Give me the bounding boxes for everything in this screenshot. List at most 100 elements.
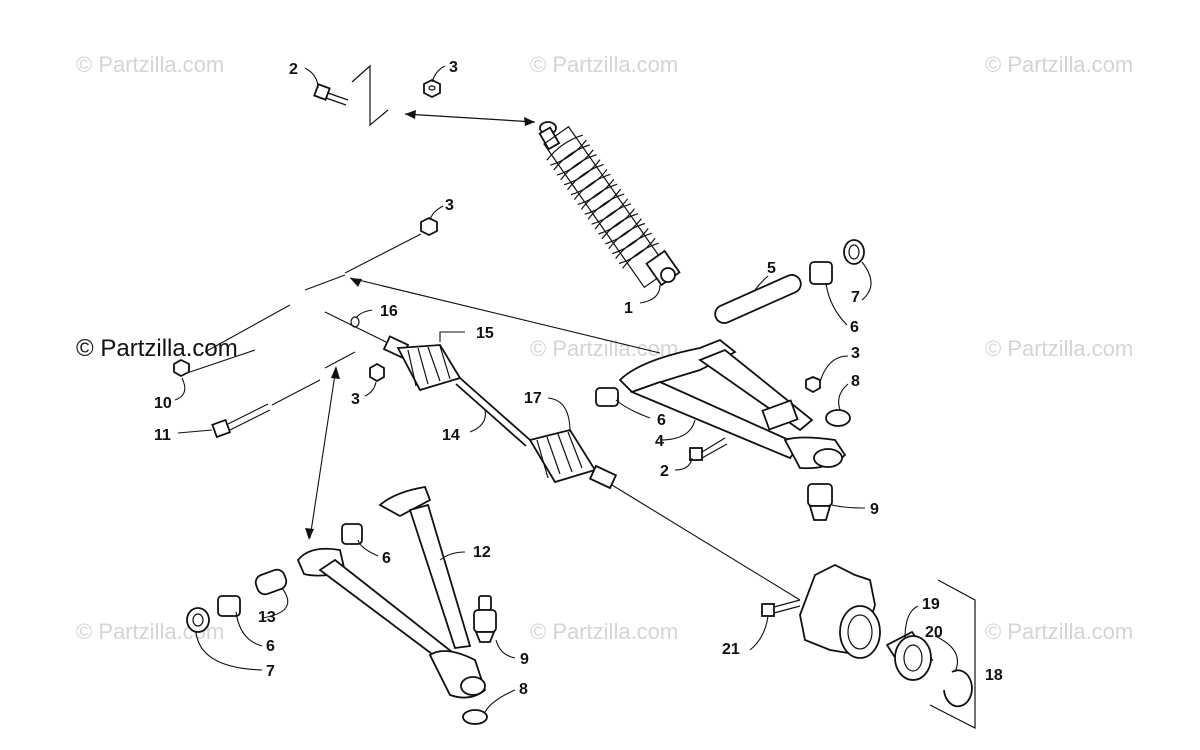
callout-21[interactable]: 21 xyxy=(722,641,740,658)
break-line-1 xyxy=(304,274,346,291)
watermark-top-center: © Partzilla.com xyxy=(530,52,679,77)
callout-12[interactable]: 12 xyxy=(473,544,491,561)
watermark-mid-center: © Partzilla.com xyxy=(530,336,679,361)
leader-2b xyxy=(674,457,693,471)
arrow-head-upper-arm xyxy=(350,278,362,287)
leader-8b xyxy=(484,689,516,713)
upper-bushing-front[interactable] xyxy=(595,387,619,407)
leader-3b xyxy=(429,205,444,221)
bolt-upper-arm[interactable] xyxy=(689,437,728,461)
leader-3a xyxy=(431,65,446,83)
leader-6a xyxy=(825,283,848,326)
arrow-to-shock xyxy=(404,113,536,123)
callout-11[interactable]: 11 xyxy=(154,427,171,444)
watermark-mid-right: © Partzilla.com xyxy=(985,336,1134,361)
callout-9-lower[interactable]: 9 xyxy=(520,651,529,668)
ball-joint-upper[interactable] xyxy=(807,483,833,521)
callout-7-lower[interactable]: 7 xyxy=(266,663,275,680)
callout-3-upper-left[interactable]: 3 xyxy=(445,197,454,214)
leader-15 xyxy=(439,331,465,342)
bolt-left-long[interactable] xyxy=(211,403,271,439)
callout-4[interactable]: 4 xyxy=(655,433,664,450)
callout-3-mid[interactable]: 3 xyxy=(351,391,360,408)
leader-upper-arm xyxy=(349,277,661,354)
upper-bushing-rear[interactable] xyxy=(809,261,833,285)
lower-washer-front[interactable] xyxy=(186,607,210,633)
bolt-knuckle[interactable] xyxy=(761,599,801,617)
arrow-head-lower-top xyxy=(331,366,340,379)
callout-19[interactable]: 19 xyxy=(922,596,940,613)
callout-17[interactable]: 17 xyxy=(524,390,542,407)
callout-8-upper[interactable]: 8 xyxy=(851,373,860,390)
snap-ring-upper[interactable] xyxy=(825,409,851,427)
callout-6-upper-rear[interactable]: 6 xyxy=(850,319,859,336)
bracket-bearing-kit xyxy=(929,579,976,729)
break-line-2 xyxy=(204,304,291,353)
upper-washer-rear[interactable] xyxy=(843,239,865,265)
callout-2-top[interactable]: 2 xyxy=(289,61,298,78)
drive-shaft[interactable] xyxy=(382,335,618,490)
nut-upper-left[interactable] xyxy=(420,216,438,237)
callout-18[interactable]: 18 xyxy=(985,667,1003,684)
nut-left[interactable] xyxy=(173,358,190,378)
callout-1[interactable]: 1 xyxy=(624,300,633,317)
callout-6-lower-front[interactable]: 6 xyxy=(266,638,275,655)
leader-6b xyxy=(615,399,651,419)
callout-10[interactable]: 10 xyxy=(154,395,172,412)
wheel-bearing[interactable] xyxy=(885,630,934,681)
leader-3d xyxy=(364,381,377,397)
leader-13 xyxy=(261,587,289,619)
leader-4 xyxy=(659,419,696,441)
leader-shaft-knuckle xyxy=(611,484,801,601)
callout-20[interactable]: 20 xyxy=(925,624,943,641)
upper-arm-pipe[interactable] xyxy=(712,272,803,326)
steering-knuckle[interactable] xyxy=(799,563,881,659)
leader-7b xyxy=(195,631,263,671)
leader-10 xyxy=(174,377,186,401)
callout-2-upper-arm[interactable]: 2 xyxy=(660,463,669,480)
upper-a-arm[interactable] xyxy=(618,338,847,470)
callout-6-lower-upper[interactable]: 6 xyxy=(382,550,391,567)
nut-upper-arm[interactable] xyxy=(805,376,821,394)
leader-12 xyxy=(439,551,466,561)
arrow-to-lower-arm xyxy=(309,367,337,539)
leader-3c xyxy=(819,355,849,383)
callout-15[interactable]: 15 xyxy=(476,325,494,342)
leader-14 xyxy=(469,409,486,433)
leader-11 xyxy=(177,429,213,434)
circlip-shaft[interactable] xyxy=(350,316,360,328)
lower-pipe[interactable] xyxy=(253,567,288,596)
lower-a-arm[interactable] xyxy=(296,485,487,699)
leader-6d xyxy=(235,611,263,647)
arrow-head-break xyxy=(405,110,416,119)
watermark-top-right: © Partzilla.com xyxy=(985,52,1134,77)
callout-8-lower[interactable]: 8 xyxy=(519,681,528,698)
leader-2a xyxy=(304,67,319,89)
lower-bushing-front[interactable] xyxy=(217,595,241,617)
callout-14[interactable]: 14 xyxy=(442,427,460,444)
leader-1 xyxy=(639,284,661,304)
leader-9b xyxy=(495,639,516,659)
callout-7-upper[interactable]: 7 xyxy=(851,289,860,306)
callout-6-upper-front[interactable]: 6 xyxy=(657,412,666,429)
nut-mid[interactable] xyxy=(369,362,385,383)
snap-ring-lower[interactable] xyxy=(462,709,488,725)
callout-3-upper-arm[interactable]: 3 xyxy=(851,345,860,362)
callout-9-upper[interactable]: 9 xyxy=(870,501,879,518)
callout-5[interactable]: 5 xyxy=(767,260,776,277)
callout-16[interactable]: 16 xyxy=(380,303,398,320)
callout-13[interactable]: 13 xyxy=(258,609,276,626)
retaining-ring[interactable] xyxy=(943,669,973,708)
watermark-bottom-center: © Partzilla.com xyxy=(530,619,679,644)
leader-6c xyxy=(357,539,379,557)
leader-5 xyxy=(754,275,769,291)
ball-joint-lower[interactable] xyxy=(473,595,497,643)
watermark-bottom-right: © Partzilla.com xyxy=(985,619,1134,644)
nut-top[interactable] xyxy=(423,78,441,99)
callout-3-top[interactable]: 3 xyxy=(449,59,458,76)
lower-bushing-upper[interactable] xyxy=(341,523,363,545)
shock-absorber[interactable] xyxy=(538,121,681,291)
bolt-top[interactable] xyxy=(313,83,349,106)
leader-7a xyxy=(861,261,872,301)
